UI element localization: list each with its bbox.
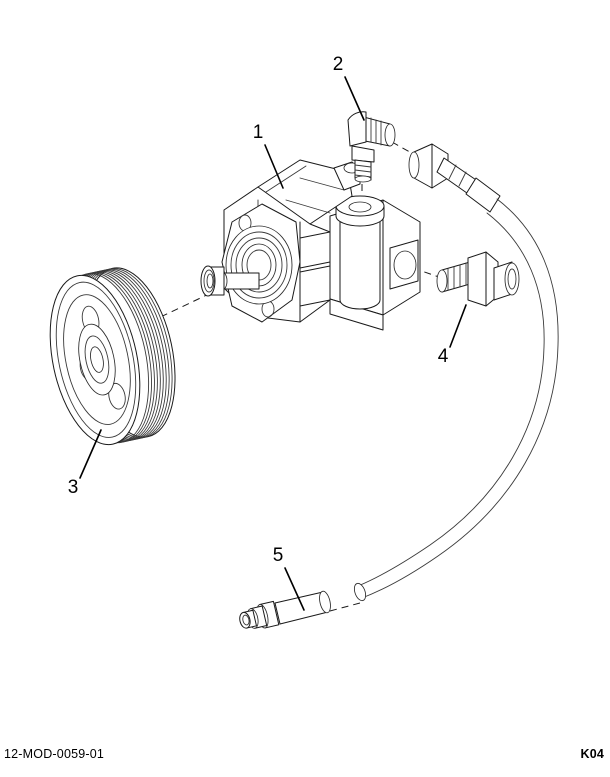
shaft-seal-collar: [200, 265, 225, 297]
callout-number-1: 1: [253, 122, 264, 143]
part-drive-pulley: [49, 267, 176, 446]
callout-number-2: 2: [333, 54, 344, 75]
axis-connector-to-hose: [329, 602, 361, 612]
part-hose-assembly: [353, 143, 559, 602]
callout-leaders: [79, 76, 467, 611]
leader-2: [344, 76, 365, 121]
leader-1: [264, 144, 284, 189]
callout-number-3: 3: [68, 477, 79, 498]
pump-housing: [200, 159, 361, 323]
sheet-code: K04: [580, 747, 604, 761]
callout-numbers: 1 2 3 4 5: [68, 54, 449, 566]
part-straight-adapter: [436, 251, 520, 307]
part-hose-end-connector: [239, 590, 331, 629]
pump-reservoir-block: [329, 195, 421, 331]
leader-4: [449, 304, 467, 348]
callout-number-5: 5: [273, 545, 284, 566]
leader-3: [79, 429, 102, 479]
drawing-number: 12-MOD-0059-01: [4, 747, 105, 761]
part-pump-body: [200, 159, 421, 331]
callout-number-4: 4: [438, 346, 449, 367]
leader-5: [284, 567, 305, 611]
part-elbow-fitting: [347, 111, 396, 183]
